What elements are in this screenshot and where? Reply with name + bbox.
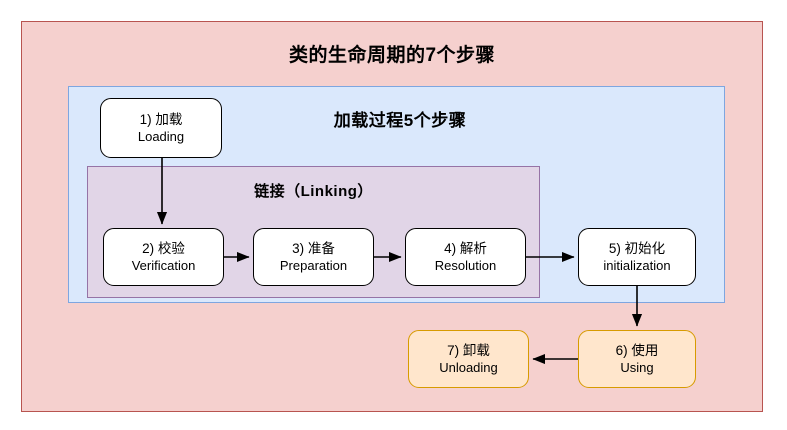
node-initialization-label-cn: 5) 初始化 — [608, 240, 666, 256]
node-verification-label-en: Verification — [131, 258, 196, 274]
node-preparation-label-cn: 3) 准备 — [292, 240, 335, 256]
node-unloading-label-cn: 7) 卸载 — [447, 342, 490, 358]
node-resolution-label-en: Resolution — [434, 258, 497, 274]
node-loading[interactable]: 1) 加载 Loading — [100, 98, 222, 158]
node-initialization-label-en: initialization — [603, 258, 671, 274]
node-unloading-label-en: Unloading — [439, 360, 498, 376]
node-preparation-label-en: Preparation — [279, 258, 348, 274]
node-resolution-label-cn: 4) 解析 — [444, 240, 487, 256]
node-using-label-en: Using — [620, 360, 654, 376]
diagram-title: 类的生命周期的7个步骤 — [288, 45, 496, 66]
node-loading-label-cn: 1) 加载 — [139, 111, 183, 127]
node-resolution[interactable]: 4) 解析 Resolution — [405, 228, 526, 286]
node-using-label-cn: 6) 使用 — [615, 342, 659, 358]
node-using[interactable]: 6) 使用 Using — [578, 330, 696, 388]
node-initialization[interactable]: 5) 初始化 initialization — [578, 228, 696, 286]
node-loading-label-en: Loading — [137, 129, 185, 145]
node-verification[interactable]: 2) 校验 Verification — [103, 228, 224, 286]
node-preparation[interactable]: 3) 准备 Preparation — [253, 228, 374, 286]
node-verification-label-cn: 2) 校验 — [142, 240, 185, 256]
node-unloading[interactable]: 7) 卸载 Unloading — [408, 330, 529, 388]
region-loading-process-title: 加载过程5个步骤 — [333, 111, 467, 130]
region-linking-title: 链接（Linking） — [254, 183, 373, 200]
